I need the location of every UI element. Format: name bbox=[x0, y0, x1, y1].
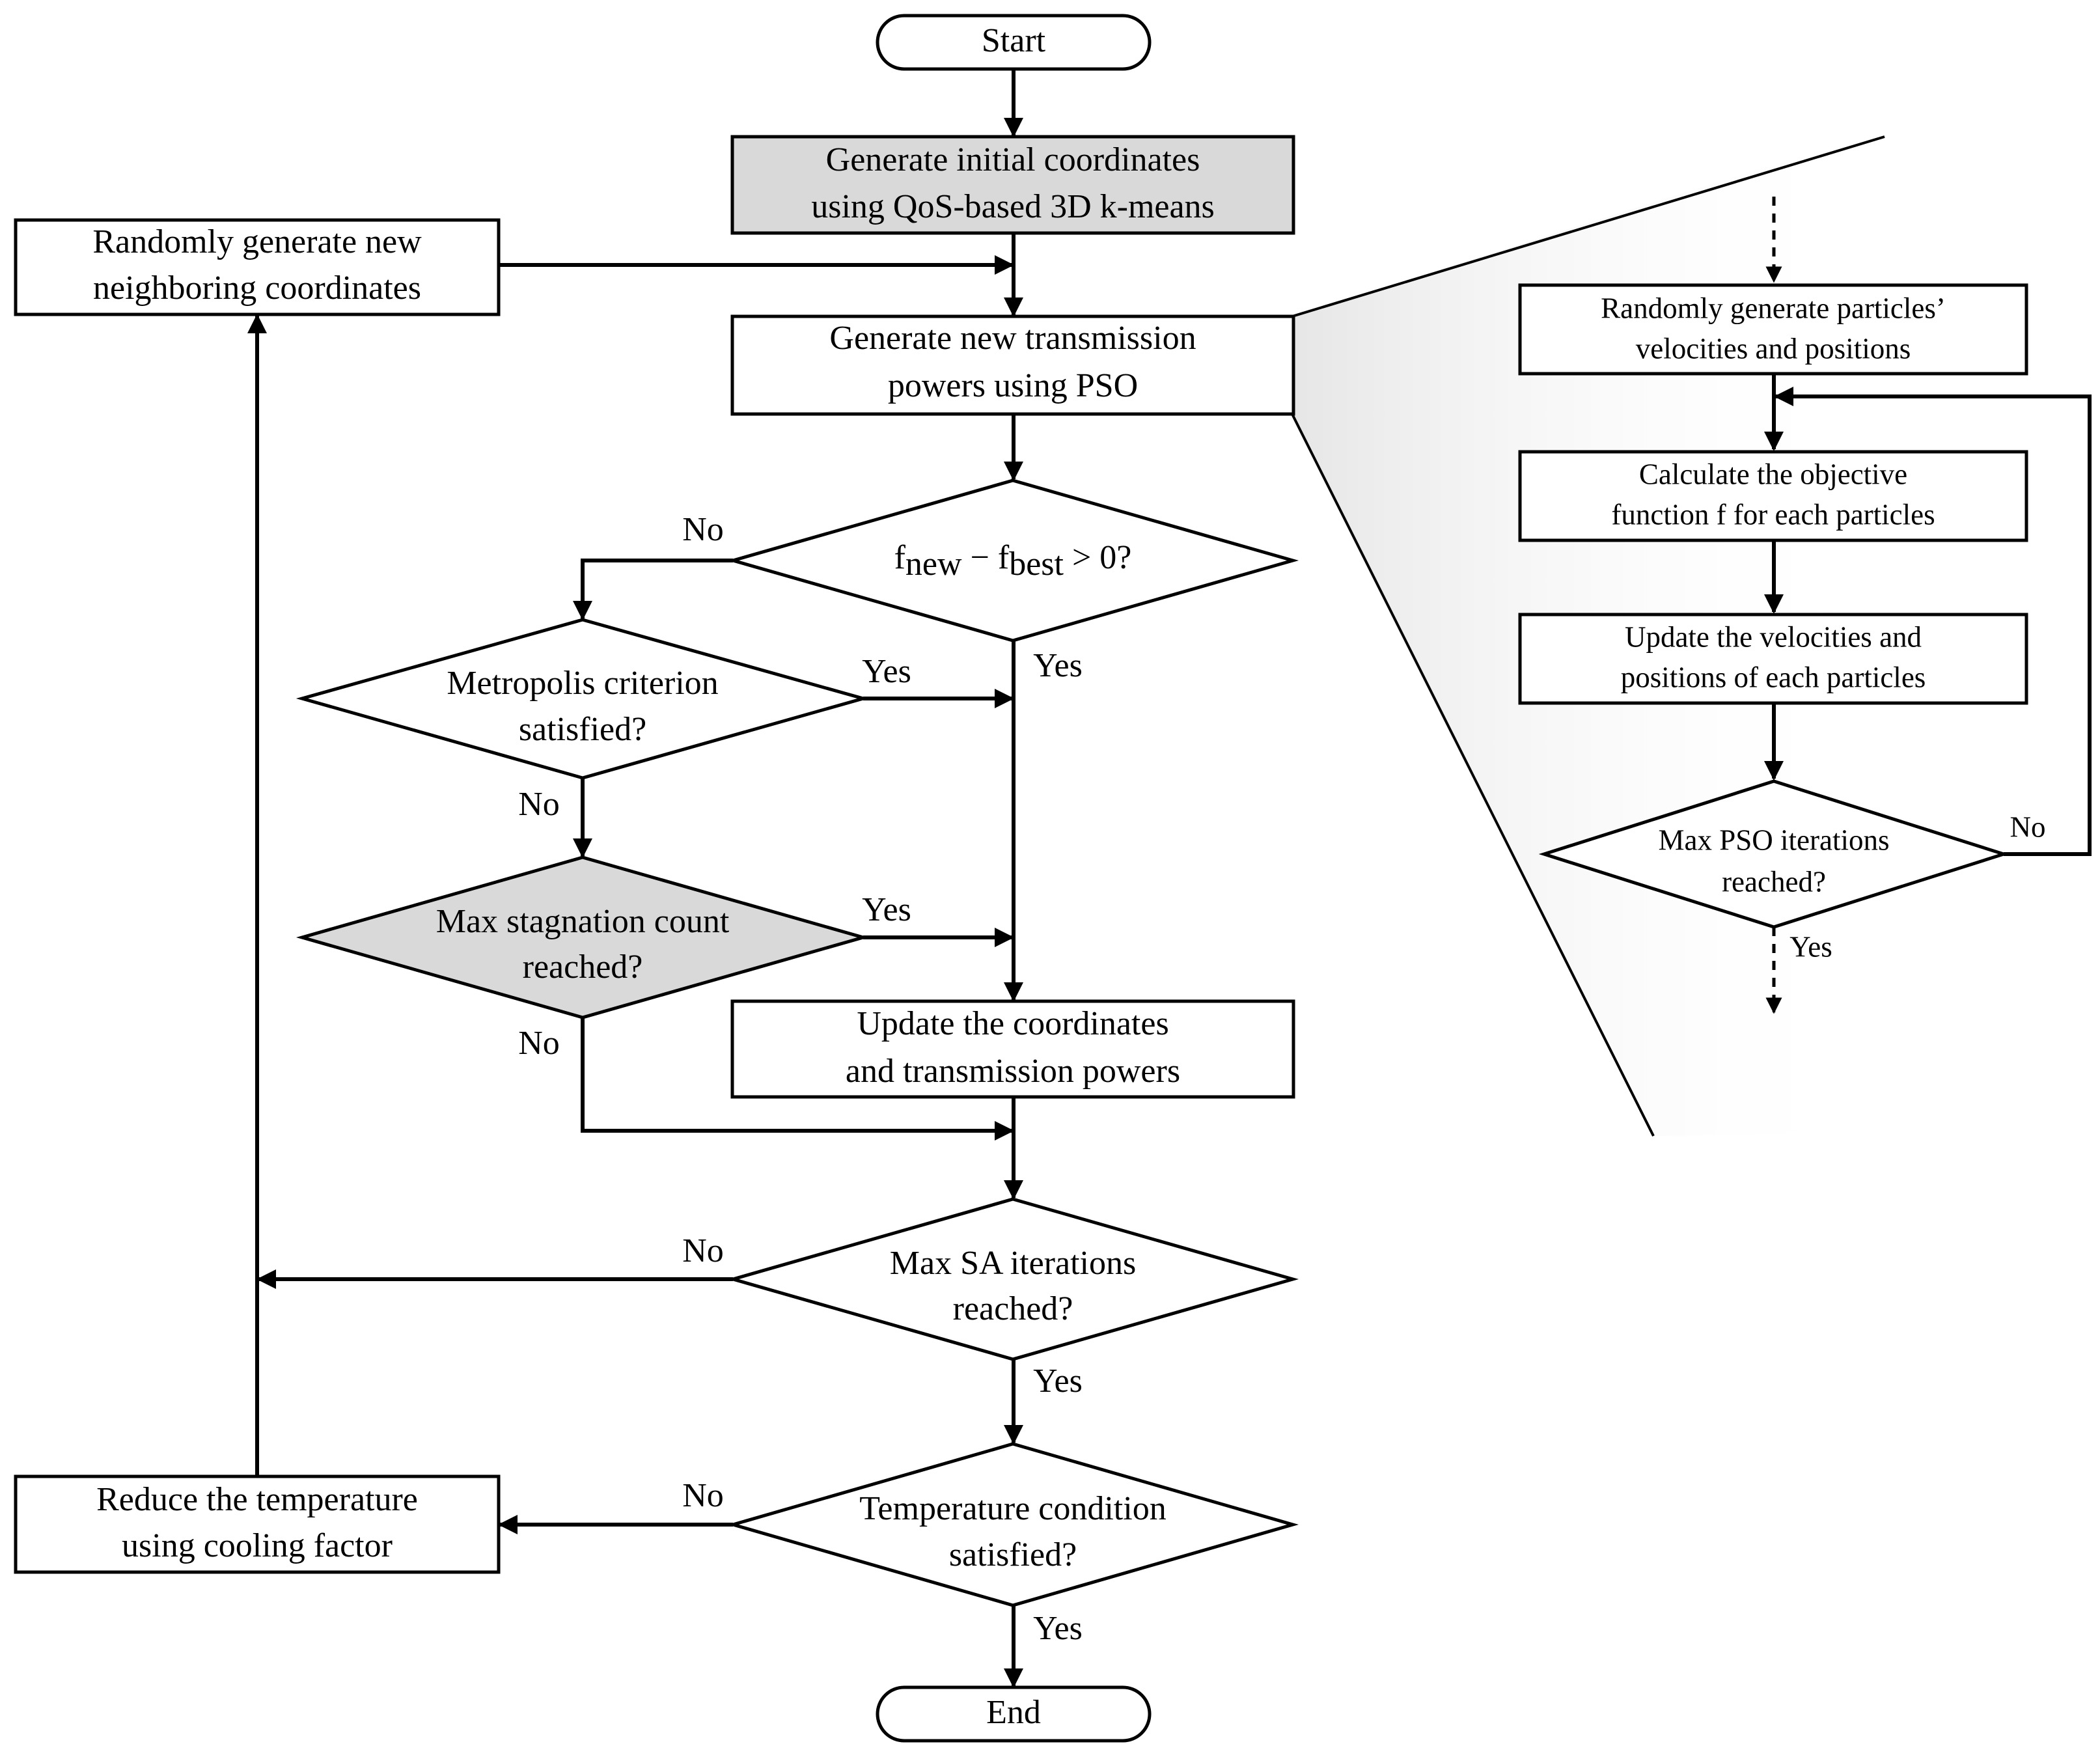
pso-calc-line2: function f for each particles bbox=[1611, 498, 1935, 531]
start-terminal: Start bbox=[876, 14, 1152, 71]
max-sa-decision: Max SA iterations reached? bbox=[726, 1197, 1299, 1361]
pso-random-line1: Randomly generate particles’ bbox=[1601, 292, 1946, 324]
pso-update-line2: positions of each particles bbox=[1621, 661, 1926, 693]
stagnation-line2: reached? bbox=[523, 948, 643, 986]
stagnation-line1: Max stagnation count bbox=[436, 903, 730, 940]
metropolis-decision: Metropolis criterion satisfied? bbox=[296, 618, 870, 780]
zoom-line-top bbox=[1292, 135, 1885, 318]
fitness-decision-label: fnew − fbest > 0? bbox=[894, 539, 1132, 583]
reduce-temperature-line1: Reduce the temperature bbox=[96, 1481, 418, 1518]
pso-label-yes: Yes bbox=[1789, 930, 1832, 963]
label-stagnation-yes: Yes bbox=[862, 891, 911, 928]
label-stagnation-no: No bbox=[518, 1025, 560, 1062]
label-metropolis-yes: Yes bbox=[862, 653, 911, 690]
temperature-decision: Temperature condition satisfied? bbox=[726, 1442, 1299, 1607]
label-sa-yes: Yes bbox=[1033, 1363, 1083, 1400]
generate-initial-box: Generate initial coordinates using QoS-b… bbox=[730, 135, 1295, 235]
metropolis-line1: Metropolis criterion bbox=[447, 665, 718, 702]
generate-powers-box: Generate new transmission powers using P… bbox=[730, 314, 1295, 416]
start-label: Start bbox=[982, 22, 1046, 59]
pso-update-velocities-box: Update the velocities and positions of e… bbox=[1518, 613, 2028, 705]
generate-initial-line2: using QoS-based 3D k-means bbox=[811, 188, 1215, 225]
pso-label-no: No bbox=[2010, 810, 2046, 843]
pso-max-iterations-decision: Max PSO iterations reached? bbox=[1538, 779, 2010, 929]
reduce-temperature-line2: using cooling factor bbox=[122, 1527, 393, 1564]
update-coordinates-box: Update the coordinates and transmission … bbox=[730, 999, 1295, 1099]
label-temperature-no: No bbox=[682, 1477, 724, 1514]
generate-initial-line1: Generate initial coordinates bbox=[826, 141, 1200, 178]
label-metropolis-no: No bbox=[518, 786, 560, 823]
random-neighbors-line2: neighboring coordinates bbox=[93, 270, 421, 307]
label-sa-no: No bbox=[682, 1232, 724, 1269]
arrow-stagnation-no bbox=[581, 1017, 1014, 1141]
end-terminal: End bbox=[876, 1685, 1152, 1743]
pso-calculate-objective-box: Calculate the objective function f for e… bbox=[1518, 450, 2028, 542]
label-fitness-no: No bbox=[682, 511, 724, 548]
metropolis-line2: satisfied? bbox=[519, 711, 646, 748]
pso-loop-no bbox=[1774, 387, 2092, 856]
pso-max-line2: reached? bbox=[1722, 865, 1826, 898]
generate-powers-line1: Generate new transmission bbox=[829, 320, 1196, 357]
generate-powers-line2: powers using PSO bbox=[888, 367, 1138, 404]
fitness-decision: fnew − fbest > 0? bbox=[726, 478, 1299, 643]
pso-calc-line1: Calculate the objective bbox=[1639, 458, 1907, 490]
max-sa-line2: reached? bbox=[953, 1290, 1073, 1327]
random-neighbors-line1: Randomly generate new bbox=[92, 223, 422, 260]
reduce-temperature-box: Reduce the temperature using cooling fac… bbox=[14, 1474, 501, 1574]
temperature-line2: satisfied? bbox=[949, 1536, 1077, 1573]
random-neighbors-box: Randomly generate new neighboring coordi… bbox=[14, 218, 501, 316]
zoom-line-bottom bbox=[1291, 413, 1655, 1137]
pso-random-line2: velocities and positions bbox=[1636, 332, 1911, 365]
label-temperature-yes: Yes bbox=[1033, 1610, 1083, 1647]
pso-max-line1: Max PSO iterations bbox=[1659, 823, 1890, 856]
label-fitness-yes: Yes bbox=[1033, 647, 1083, 684]
end-label: End bbox=[986, 1694, 1041, 1731]
arrow-fitness-no bbox=[573, 559, 733, 620]
max-sa-line1: Max SA iterations bbox=[890, 1245, 1136, 1282]
stagnation-decision: Max stagnation count reached? bbox=[296, 855, 870, 1019]
update-coordinates-line1: Update the coordinates bbox=[857, 1005, 1168, 1042]
temperature-line1: Temperature condition bbox=[859, 1490, 1166, 1527]
pso-random-particles-box: Randomly generate particles’ velocities … bbox=[1518, 283, 2028, 376]
pso-update-line1: Update the velocities and bbox=[1625, 620, 1922, 653]
update-coordinates-line2: and transmission powers bbox=[846, 1053, 1180, 1090]
